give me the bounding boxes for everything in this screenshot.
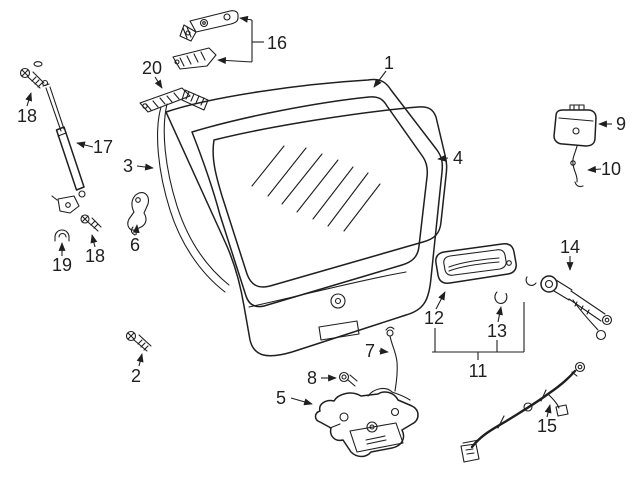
callout-label-2: 2 xyxy=(130,366,142,386)
callout-label-18-left: 18 xyxy=(16,106,38,126)
callout-label-3: 3 xyxy=(122,156,134,176)
callout-label-9: 9 xyxy=(615,114,627,134)
callout-label-11: 11 xyxy=(468,361,488,381)
weatherstrip-seal xyxy=(157,103,230,293)
wiring-harness xyxy=(460,361,586,463)
callout-label-6: 6 xyxy=(129,235,141,255)
lock-cylinder xyxy=(525,275,613,341)
leader-lines xyxy=(25,15,612,418)
latch-assembly xyxy=(314,387,419,458)
hinge-plate-lower xyxy=(172,47,217,70)
handle-gasket xyxy=(494,291,508,304)
callout-label-7: 7 xyxy=(364,341,376,361)
callout-label-5: 5 xyxy=(275,388,287,408)
callout-label-8: 8 xyxy=(306,368,318,388)
callout-label-20: 20 xyxy=(141,58,163,78)
callout-label-18-mid: 18 xyxy=(84,246,106,266)
callout-label-19: 19 xyxy=(51,255,73,275)
stopper-bracket xyxy=(127,192,149,236)
bolt-lower-left xyxy=(125,330,152,352)
callout-label-14: 14 xyxy=(559,237,581,257)
callout-label-1: 1 xyxy=(383,53,395,73)
bolt-mid-left xyxy=(80,214,102,232)
gas-strut xyxy=(41,79,86,214)
callout-label-4: 4 xyxy=(452,148,464,168)
hinge-bracket-side xyxy=(139,87,209,113)
callout-label-10: 10 xyxy=(600,159,622,179)
glass-panel xyxy=(212,106,448,288)
bolt-upper-left xyxy=(19,61,45,89)
liftgate-panel xyxy=(165,78,444,357)
hinge-bracket-upper xyxy=(179,10,239,42)
handle-bezel xyxy=(435,243,517,284)
lock-actuator xyxy=(553,104,597,147)
callout-label-13: 13 xyxy=(486,321,508,341)
actuator-rod xyxy=(570,145,584,188)
callout-label-16: 16 xyxy=(266,33,288,53)
callout-label-12: 12 xyxy=(423,308,445,328)
lock-rod xyxy=(385,326,398,392)
callout-label-15: 15 xyxy=(536,416,558,436)
bolt-latch xyxy=(338,371,358,387)
callout-label-17: 17 xyxy=(92,137,114,157)
clip-grommet xyxy=(54,229,70,242)
